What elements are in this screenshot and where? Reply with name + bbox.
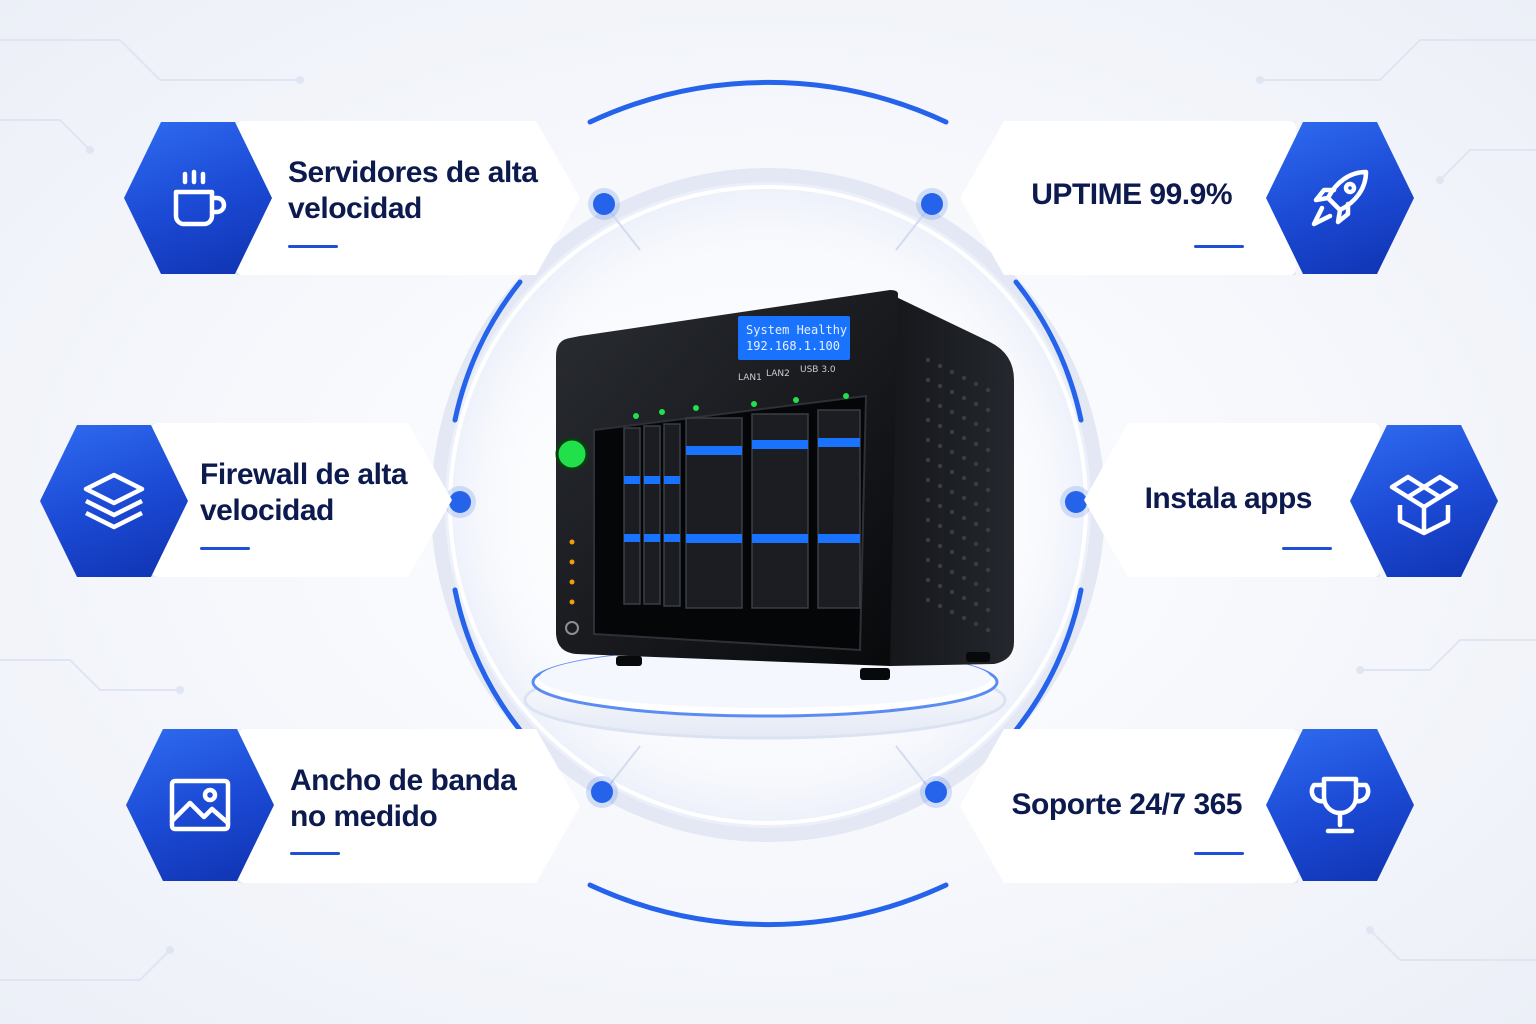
ventilation-grille (925, 357, 991, 633)
feature-underline (1194, 245, 1244, 248)
connector-dot-bottom-right (925, 781, 947, 803)
trophy-icon (1302, 767, 1378, 843)
port-label-usb: USB 3.0 (800, 365, 836, 375)
lcd-ip-text: 192.168.1.100 (746, 339, 840, 353)
rocket-icon (1302, 160, 1378, 236)
feature-card-high-speed-servers: Servidores de alta velocidad (236, 121, 580, 275)
lcd-status-text: System Healthy (746, 323, 847, 337)
feature-title: Firewall de alta velocidad (200, 458, 408, 527)
connector-dot-bottom-left (591, 781, 613, 803)
drive-trays (623, 393, 861, 609)
feature-underline (288, 245, 338, 248)
power-button (555, 437, 589, 471)
feature-card-uptime: UPTIME 99.9% (960, 121, 1296, 275)
feature-card-support-24-7: Soporte 24/7 365 (960, 729, 1298, 883)
feature-title: Servidores de alta velocidad (288, 156, 538, 225)
connector-dot-mid-right (1065, 491, 1087, 513)
feature-title: Ancho de banda no medido (290, 764, 517, 833)
feature-underline (290, 852, 340, 855)
coffee-cup-icon (160, 160, 236, 236)
feature-underline (200, 547, 250, 550)
nas-server-device: System Healthy 192.168.1.100 LAN1 LAN2 U… (523, 290, 1014, 740)
feature-underline (1194, 852, 1244, 855)
feature-card-install-apps: Instala apps (1084, 423, 1380, 577)
feature-card-high-speed-firewall: Firewall de alta velocidad (152, 423, 452, 577)
connector-dot-mid-left (449, 491, 471, 513)
port-label-lan1: LAN1 (738, 373, 762, 383)
feature-title: UPTIME 99.9% (1031, 178, 1232, 211)
connector-dot-top-right (921, 193, 943, 215)
feature-badge-top-left (124, 122, 272, 274)
connector-dot-top-left (593, 193, 615, 215)
feature-underline (1282, 547, 1332, 550)
package-icon (1386, 463, 1462, 539)
layers-icon (76, 463, 152, 539)
port-label-lan2: LAN2 (766, 369, 790, 379)
feature-card-unmetered-bandwidth: Ancho de banda no medido (238, 729, 580, 883)
feature-title: Soporte 24/7 365 (1011, 788, 1243, 821)
feature-title: Instala apps (1144, 482, 1313, 515)
image-icon (162, 767, 238, 843)
